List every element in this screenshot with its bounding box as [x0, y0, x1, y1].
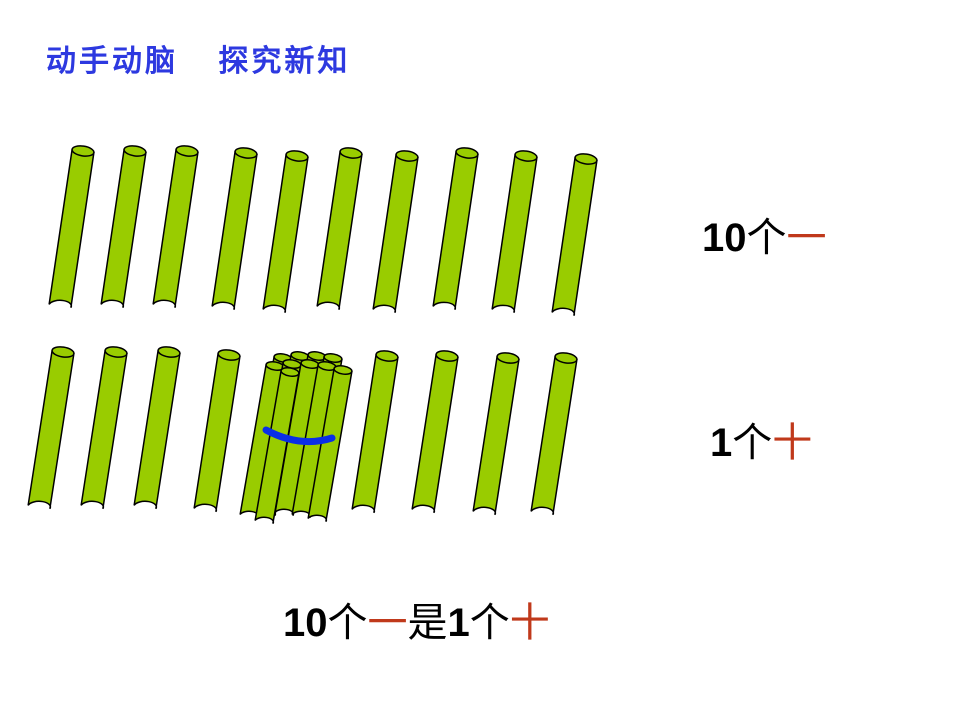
stick — [80, 346, 128, 510]
label-ten-ones: 10个一 — [702, 205, 827, 263]
summary-unit-one: 一 — [367, 600, 408, 646]
bundle-band — [262, 426, 336, 446]
slide-title: 动手动脑 探究新知 — [46, 44, 351, 79]
summary-statement: 10个一是1个十 — [283, 590, 550, 648]
label-unit-ten: 十 — [772, 420, 813, 466]
stick — [372, 150, 419, 313]
stick — [491, 150, 538, 313]
summary-unit-ten: 十 — [509, 600, 550, 646]
bundle-stick — [254, 367, 300, 524]
bundle-stick — [307, 365, 353, 522]
label-measure-word: 个 — [746, 215, 787, 261]
stick — [551, 153, 598, 316]
stick — [262, 150, 309, 313]
summary-measure-1: 个 — [327, 600, 368, 646]
label-unit-one: 一 — [786, 215, 827, 261]
stick — [211, 147, 258, 310]
label-measure-word: 个 — [732, 420, 773, 466]
stick — [316, 147, 363, 310]
stick — [100, 145, 147, 308]
label-one-ten: 1个十 — [710, 410, 812, 468]
stick — [48, 145, 95, 308]
summary-number-2: 1 — [447, 601, 470, 645]
stick — [193, 349, 241, 513]
label-number: 1 — [710, 421, 733, 465]
label-number: 10 — [702, 216, 747, 260]
summary-verb: 是 — [407, 600, 448, 646]
sticks-row-bottom — [27, 346, 578, 516]
stick — [530, 352, 578, 516]
sticks-row-top — [48, 145, 598, 316]
stick — [472, 352, 520, 516]
bundle-stick — [239, 361, 285, 518]
stick — [152, 145, 199, 308]
summary-measure-2: 个 — [469, 600, 510, 646]
stick — [351, 350, 399, 514]
stick — [27, 346, 75, 510]
stick — [411, 350, 459, 514]
stick — [133, 346, 181, 510]
stick — [432, 147, 479, 310]
stick-bundle — [239, 351, 353, 524]
summary-number-1: 10 — [283, 601, 328, 645]
